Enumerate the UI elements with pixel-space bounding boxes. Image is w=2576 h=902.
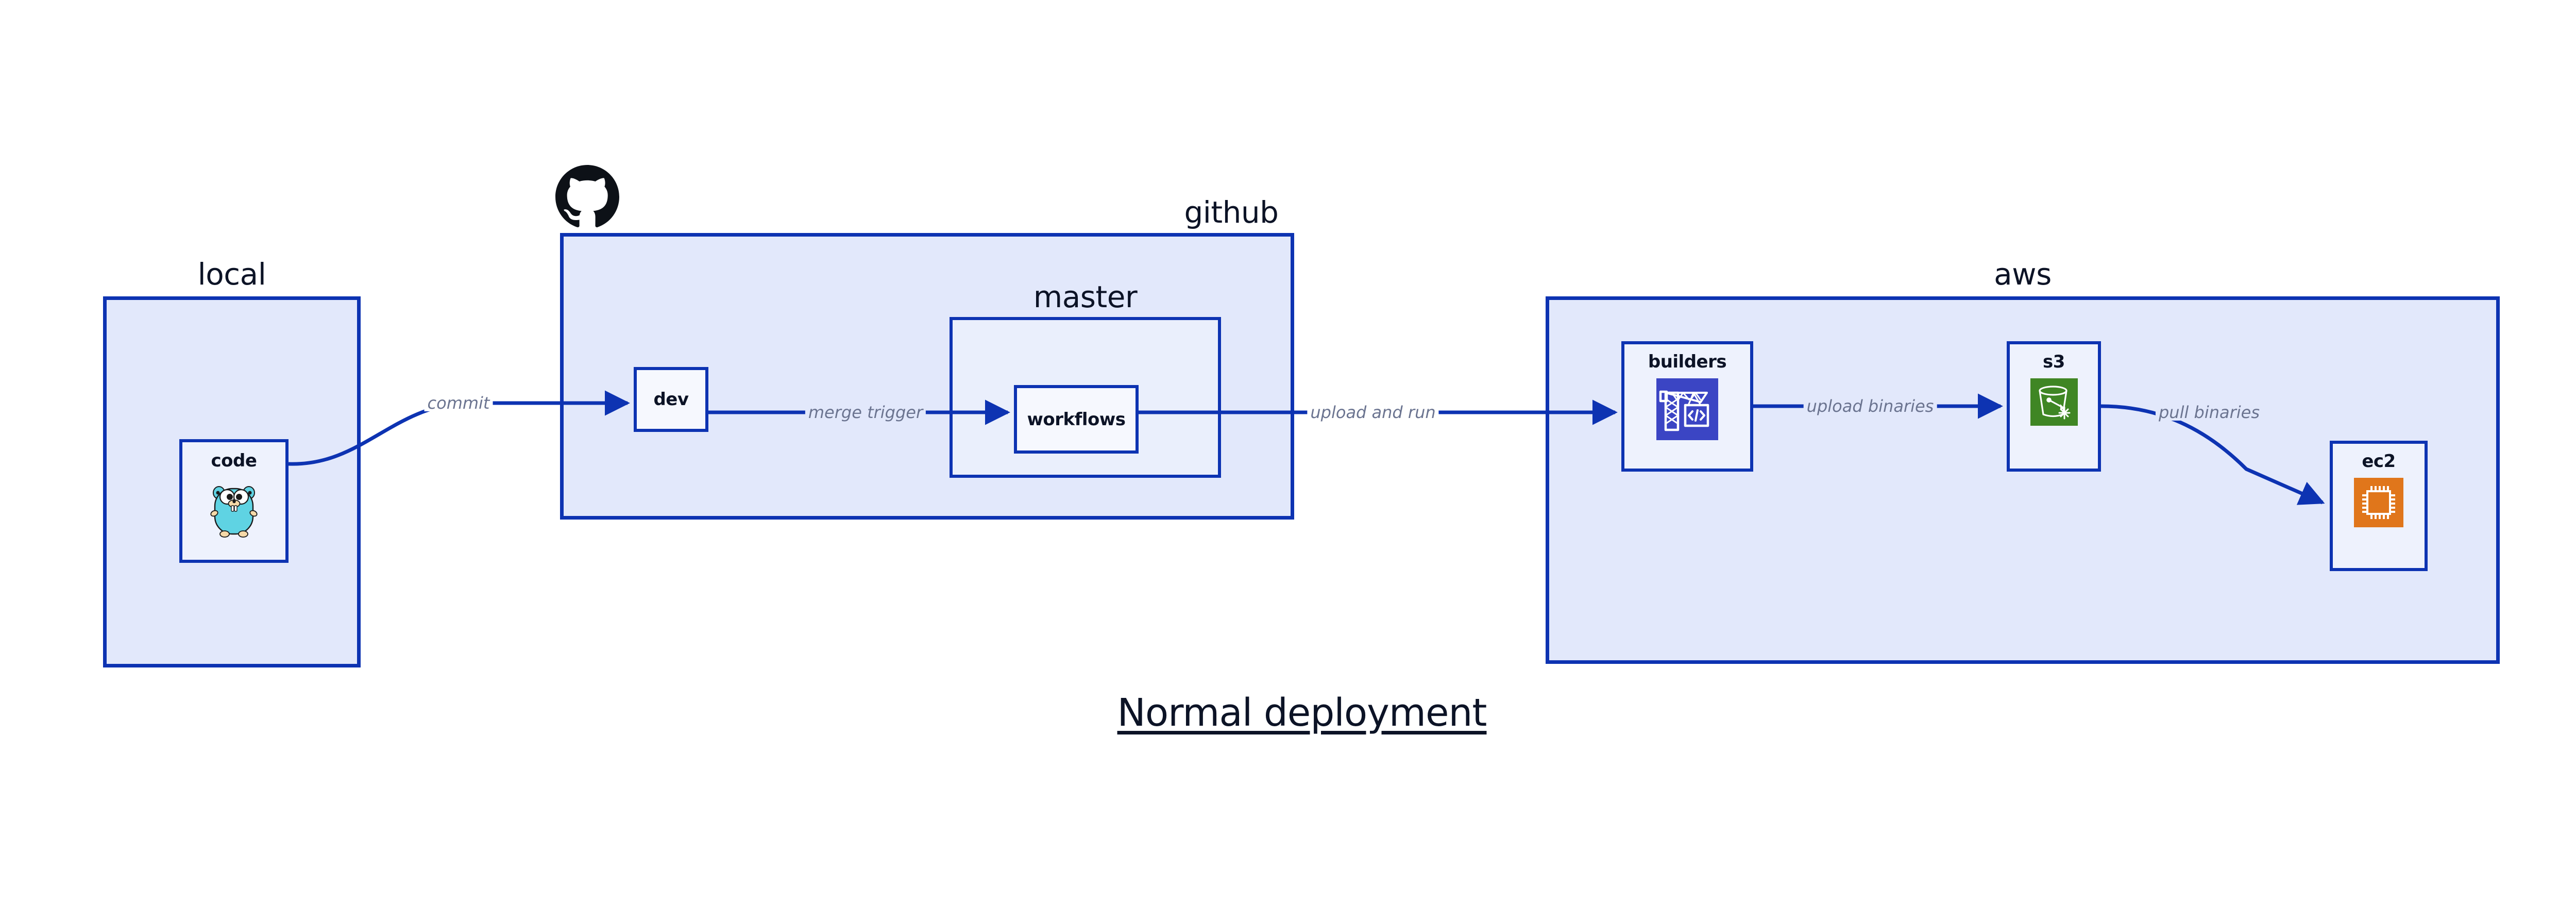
group-label-master: master <box>1033 279 1138 314</box>
go-gopher-icon <box>210 481 258 540</box>
edge-label-merge-trigger: merge trigger <box>805 404 926 421</box>
group-label-github: github <box>1184 195 1279 230</box>
node-code-label: code <box>211 450 257 471</box>
edge-label-pull-binaries: pull binaries <box>2155 404 2263 421</box>
group-label-aws: aws <box>1994 257 2052 292</box>
github-octocat-icon <box>555 165 619 231</box>
node-ec2[interactable]: ec2 <box>2330 441 2428 571</box>
node-workflows[interactable]: workflows <box>1014 385 1139 454</box>
aws-ec2-chip-icon <box>2354 478 2403 529</box>
node-dev[interactable]: dev <box>634 367 708 432</box>
node-code[interactable]: code <box>179 439 289 563</box>
node-builders-label: builders <box>1648 352 1727 372</box>
aws-crane-builder-icon <box>1656 378 1718 442</box>
node-builders[interactable]: builders <box>1621 341 1753 472</box>
node-dev-label: dev <box>653 389 689 410</box>
group-label-local: local <box>197 257 266 292</box>
edge-label-upload-and-run: upload and run <box>1307 404 1439 421</box>
edge-label-commit: commit <box>424 395 493 411</box>
aws-s3-bucket-icon <box>2030 378 2078 428</box>
node-ec2-label: ec2 <box>2362 451 2396 472</box>
node-s3[interactable]: s3 <box>2007 341 2101 472</box>
edge-label-upload-binaries: upload binaries <box>1803 398 1937 414</box>
diagram-title: Normal deployment <box>1117 691 1487 735</box>
node-workflows-label: workflows <box>1027 409 1126 430</box>
node-s3-label: s3 <box>2043 352 2065 372</box>
